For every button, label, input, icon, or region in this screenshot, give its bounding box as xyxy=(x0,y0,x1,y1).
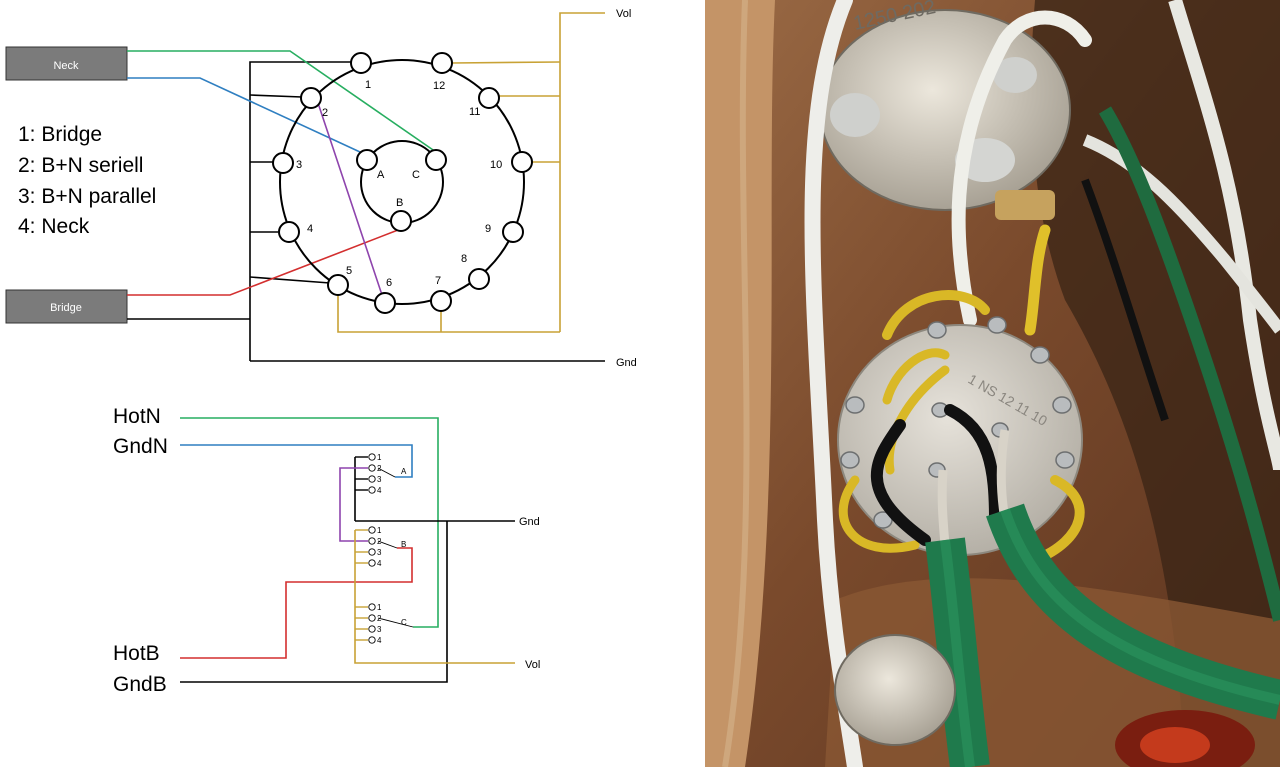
pole-label-a: A xyxy=(377,169,385,181)
switch-outer-ring xyxy=(279,59,525,305)
schematic: HotN GndN HotB GndB xyxy=(113,405,540,696)
tone-pot xyxy=(834,634,956,746)
lug-1 xyxy=(350,52,372,74)
bridge-hot-wire xyxy=(127,229,399,296)
wafer-c-label: C xyxy=(401,618,407,627)
svg-text:2: 2 xyxy=(377,614,382,623)
vol-wires xyxy=(337,12,605,333)
series-link-wire xyxy=(317,102,383,296)
legend-item-2: 2: B+N seriell xyxy=(18,154,143,177)
lug-label-8: 8 xyxy=(461,253,467,265)
lug-2 xyxy=(300,87,322,109)
lug-label-12: 12 xyxy=(433,80,445,92)
hotb-label: HotB xyxy=(113,642,160,665)
svg-text:3: 3 xyxy=(377,625,382,634)
lug-label-1: 1 xyxy=(365,79,371,91)
lug-6 xyxy=(374,292,396,314)
svg-text:2: 2 xyxy=(377,464,382,473)
pole-b xyxy=(390,210,412,232)
svg-text:4: 4 xyxy=(377,559,382,568)
neck-gnd-wire xyxy=(127,77,361,153)
lug-4 xyxy=(278,221,300,243)
lug-12 xyxy=(431,52,453,74)
lug-7 xyxy=(430,290,452,312)
ground-wires xyxy=(127,61,605,362)
legend-item-3: 3: B+N parallel xyxy=(18,185,156,208)
lug-label-5: 5 xyxy=(346,265,352,277)
lug-11 xyxy=(478,87,500,109)
wiring-diagram: Neck Bridge 1: Bridge 2: B+N seriell 3: … xyxy=(5,8,637,696)
svg-text:2: 2 xyxy=(377,537,382,546)
lug-label-3: 3 xyxy=(296,159,302,171)
rotary-switch-photo: 1 NS 12 11 10 xyxy=(837,290,1085,565)
pole-label-b: B xyxy=(396,197,403,209)
switch-photo: 1250 202 1 NS 12 11 10 xyxy=(705,0,1280,767)
lug-label-2: 2 xyxy=(322,107,328,119)
pole-label-c: C xyxy=(412,169,420,181)
svg-text:1: 1 xyxy=(377,526,382,535)
svg-text:4: 4 xyxy=(377,486,382,495)
lug-label-10: 10 xyxy=(490,159,502,171)
bridge-input: Bridge xyxy=(5,289,128,324)
lug-3 xyxy=(272,152,294,174)
svg-text:3: 3 xyxy=(377,548,382,557)
schematic-vol-label: Vol xyxy=(525,659,540,671)
wafer-a-label: A xyxy=(401,467,407,476)
lug-labels: 1 2 3 4 5 6 7 8 9 10 11 12 A B C xyxy=(296,79,502,289)
lug-label-7: 7 xyxy=(435,275,441,287)
bridge-input-label: Bridge xyxy=(50,302,82,314)
neck-hot-wire xyxy=(127,50,437,153)
lug-9 xyxy=(502,221,524,243)
pole-c xyxy=(425,149,447,171)
lug-10 xyxy=(511,151,533,173)
lug-label-6: 6 xyxy=(386,277,392,289)
svg-text:1: 1 xyxy=(377,453,382,462)
lug-label-11: 11 xyxy=(469,106,480,118)
lug-8 xyxy=(468,268,490,290)
hotn-label: HotN xyxy=(113,405,161,428)
lug-label-9: 9 xyxy=(485,223,491,235)
gndn-label: GndN xyxy=(113,435,168,458)
vol-output-label: Vol xyxy=(616,8,631,20)
gnd-output-label: Gnd xyxy=(616,357,637,369)
switch-lugs xyxy=(272,52,533,314)
neck-input: Neck xyxy=(5,46,128,81)
legend-item-4: 4: Neck xyxy=(18,215,90,238)
svg-text:4: 4 xyxy=(377,636,382,645)
lug-label-4: 4 xyxy=(307,223,313,235)
svg-text:1: 1 xyxy=(377,603,382,612)
schematic-gnd-label: Gnd xyxy=(519,516,540,528)
legend-item-1: 1: Bridge xyxy=(18,123,102,146)
gndb-label: GndB xyxy=(113,673,167,696)
lug-5 xyxy=(327,274,349,296)
position-legend: 1: Bridge 2: B+N seriell 3: B+N parallel… xyxy=(18,123,156,238)
neck-input-label: Neck xyxy=(53,60,79,72)
pole-a xyxy=(356,149,378,171)
svg-text:3: 3 xyxy=(377,475,382,484)
wafer-b-label: B xyxy=(401,540,406,549)
